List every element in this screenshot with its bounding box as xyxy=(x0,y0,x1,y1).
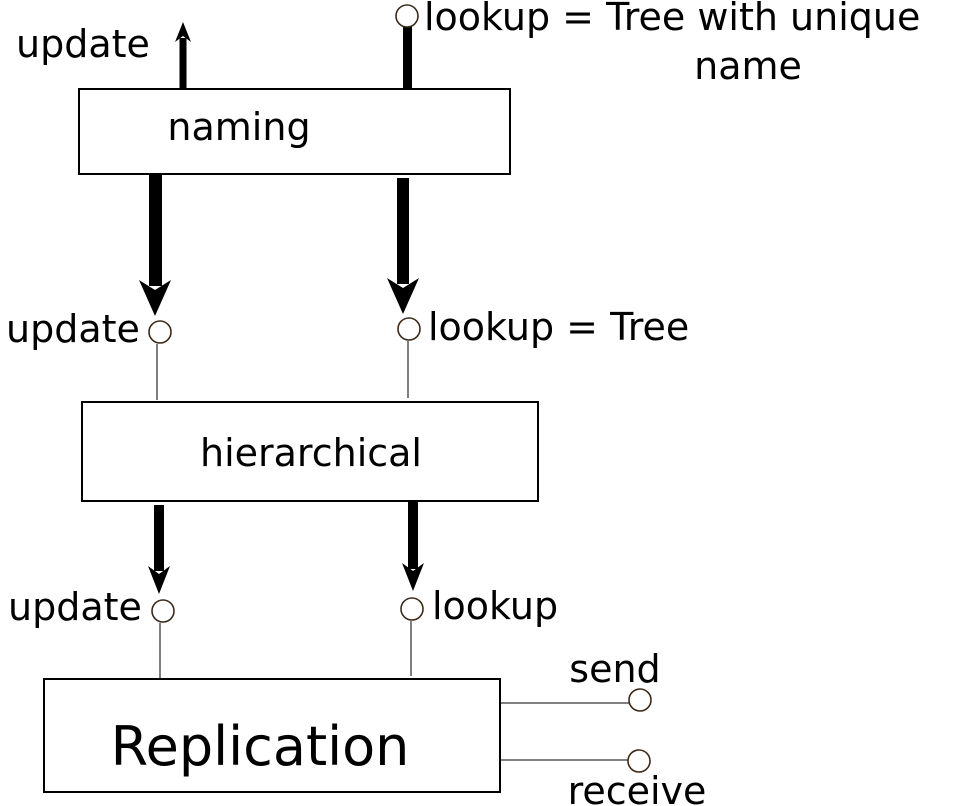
low-update-label: update xyxy=(8,585,142,629)
send-label: send xyxy=(569,647,660,691)
naming-lookup-connector xyxy=(395,4,419,89)
update-port-low xyxy=(151,599,175,623)
arrow-down-icon xyxy=(139,280,171,316)
arrow-up-icon xyxy=(175,22,191,42)
receive-label: receive xyxy=(568,769,707,806)
lookup-port-top xyxy=(395,4,419,28)
arrow-down-icon xyxy=(148,566,170,594)
naming-label: naming xyxy=(167,105,310,149)
mid-update-label: update xyxy=(6,307,140,351)
top-update-label: update xyxy=(16,22,150,66)
hierarchical-box[interactable] xyxy=(81,401,539,502)
naming-to-hierarchical-update xyxy=(139,174,171,316)
hierarchical-to-replication-update xyxy=(148,505,170,594)
naming-to-hierarchical-lookup xyxy=(387,178,419,314)
top-lookup-label-line2: name xyxy=(694,44,802,88)
arrow-down-icon xyxy=(387,278,419,314)
low-lookup-label: lookup xyxy=(432,584,558,628)
replication-label: Replication xyxy=(111,715,410,778)
send-port xyxy=(628,688,652,712)
receive-port xyxy=(627,749,651,773)
naming-box[interactable] xyxy=(78,88,511,175)
top-lookup-label-line1: lookup = Tree with unique xyxy=(424,0,920,39)
hierarchical-to-replication-lookup xyxy=(402,501,424,591)
replication-box[interactable] xyxy=(43,678,501,793)
arrow-down-icon xyxy=(402,563,424,591)
lookup-port-mid xyxy=(397,317,421,341)
update-port-mid xyxy=(148,320,172,344)
naming-update-connector xyxy=(175,22,191,89)
mid-lookup-label: lookup = Tree xyxy=(428,305,689,349)
hierarchical-label: hierarchical xyxy=(200,431,422,475)
lookup-port-low xyxy=(400,597,424,621)
